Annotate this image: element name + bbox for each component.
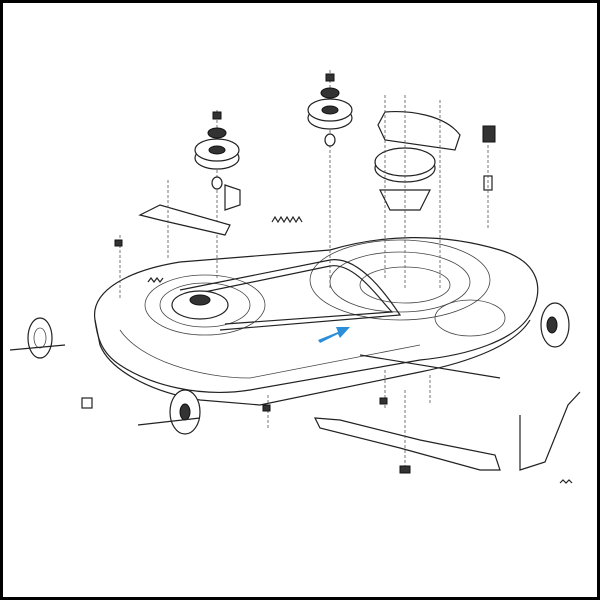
mower-deck-exploded-view — [9, 70, 581, 484]
spring-icon — [147, 215, 573, 484]
spark-part — [482, 125, 496, 143]
idler-pulley-left — [194, 110, 240, 280]
blade-icon — [313, 390, 501, 474]
wheel-icon — [9, 302, 570, 435]
idler-pulley-center — [307, 70, 353, 290]
lift-rod — [519, 391, 581, 471]
spindle-pulley-right — [374, 95, 461, 290]
hardware-bolts — [81, 235, 431, 430]
mower-deck — [94, 237, 539, 406]
parts-diagram — [3, 3, 597, 597]
deck-spindle-left — [171, 290, 229, 320]
direction-arrow-icon — [318, 327, 350, 343]
idler-bracket — [138, 180, 241, 260]
